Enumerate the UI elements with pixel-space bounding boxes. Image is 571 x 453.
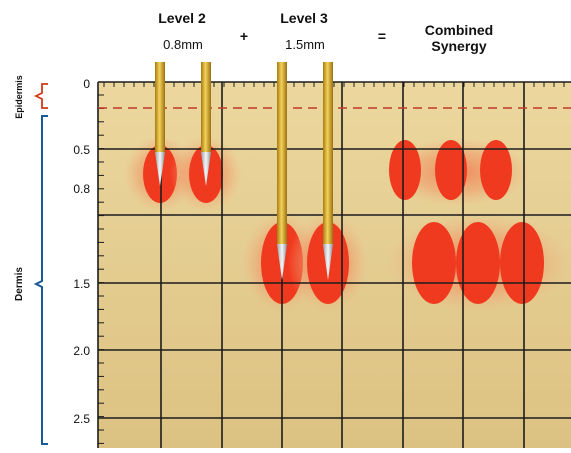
epidermis-bracket (33, 83, 48, 109)
dermis-label: Dermis (14, 267, 25, 301)
tick-label-2-0: 2.0 (73, 344, 90, 358)
combined-title-line2: Synergy (431, 38, 486, 54)
level2-title: Level 2 (158, 10, 206, 26)
needles (155, 62, 333, 280)
tick-label-0-5: 0.5 (73, 143, 90, 157)
level3-title: Level 3 (280, 10, 328, 26)
epidermis-label: Epidermis (14, 75, 24, 119)
heat-combined-deep-3 (500, 222, 544, 304)
combined-title-line1: Combined (425, 22, 493, 38)
level3-depth: 1.5mm (285, 37, 325, 52)
dermis-bracket (33, 115, 48, 445)
heat-combined-shallow-3 (480, 140, 512, 200)
level2-depth: 0.8mm (163, 37, 203, 52)
plus-sign: + (240, 28, 248, 44)
equals-sign: = (378, 28, 386, 44)
needle-level2-right (201, 62, 211, 186)
tick-label-2-5: 2.5 (73, 412, 90, 426)
needle-level2-left (155, 62, 165, 186)
heat-combined-shallow-2 (435, 140, 467, 200)
depth-axis: 0 0.5 0.8 1.5 2.0 2.5 (73, 77, 90, 426)
tick-label-0-8: 0.8 (73, 182, 90, 196)
heat-combined-deep-1 (412, 222, 456, 304)
tick-label-0: 0 (83, 77, 90, 91)
needle-level3-right (323, 62, 333, 280)
needle-level3-left (277, 62, 287, 280)
tick-label-1-5: 1.5 (73, 277, 90, 291)
heat-combined-shallow-1 (389, 140, 421, 200)
